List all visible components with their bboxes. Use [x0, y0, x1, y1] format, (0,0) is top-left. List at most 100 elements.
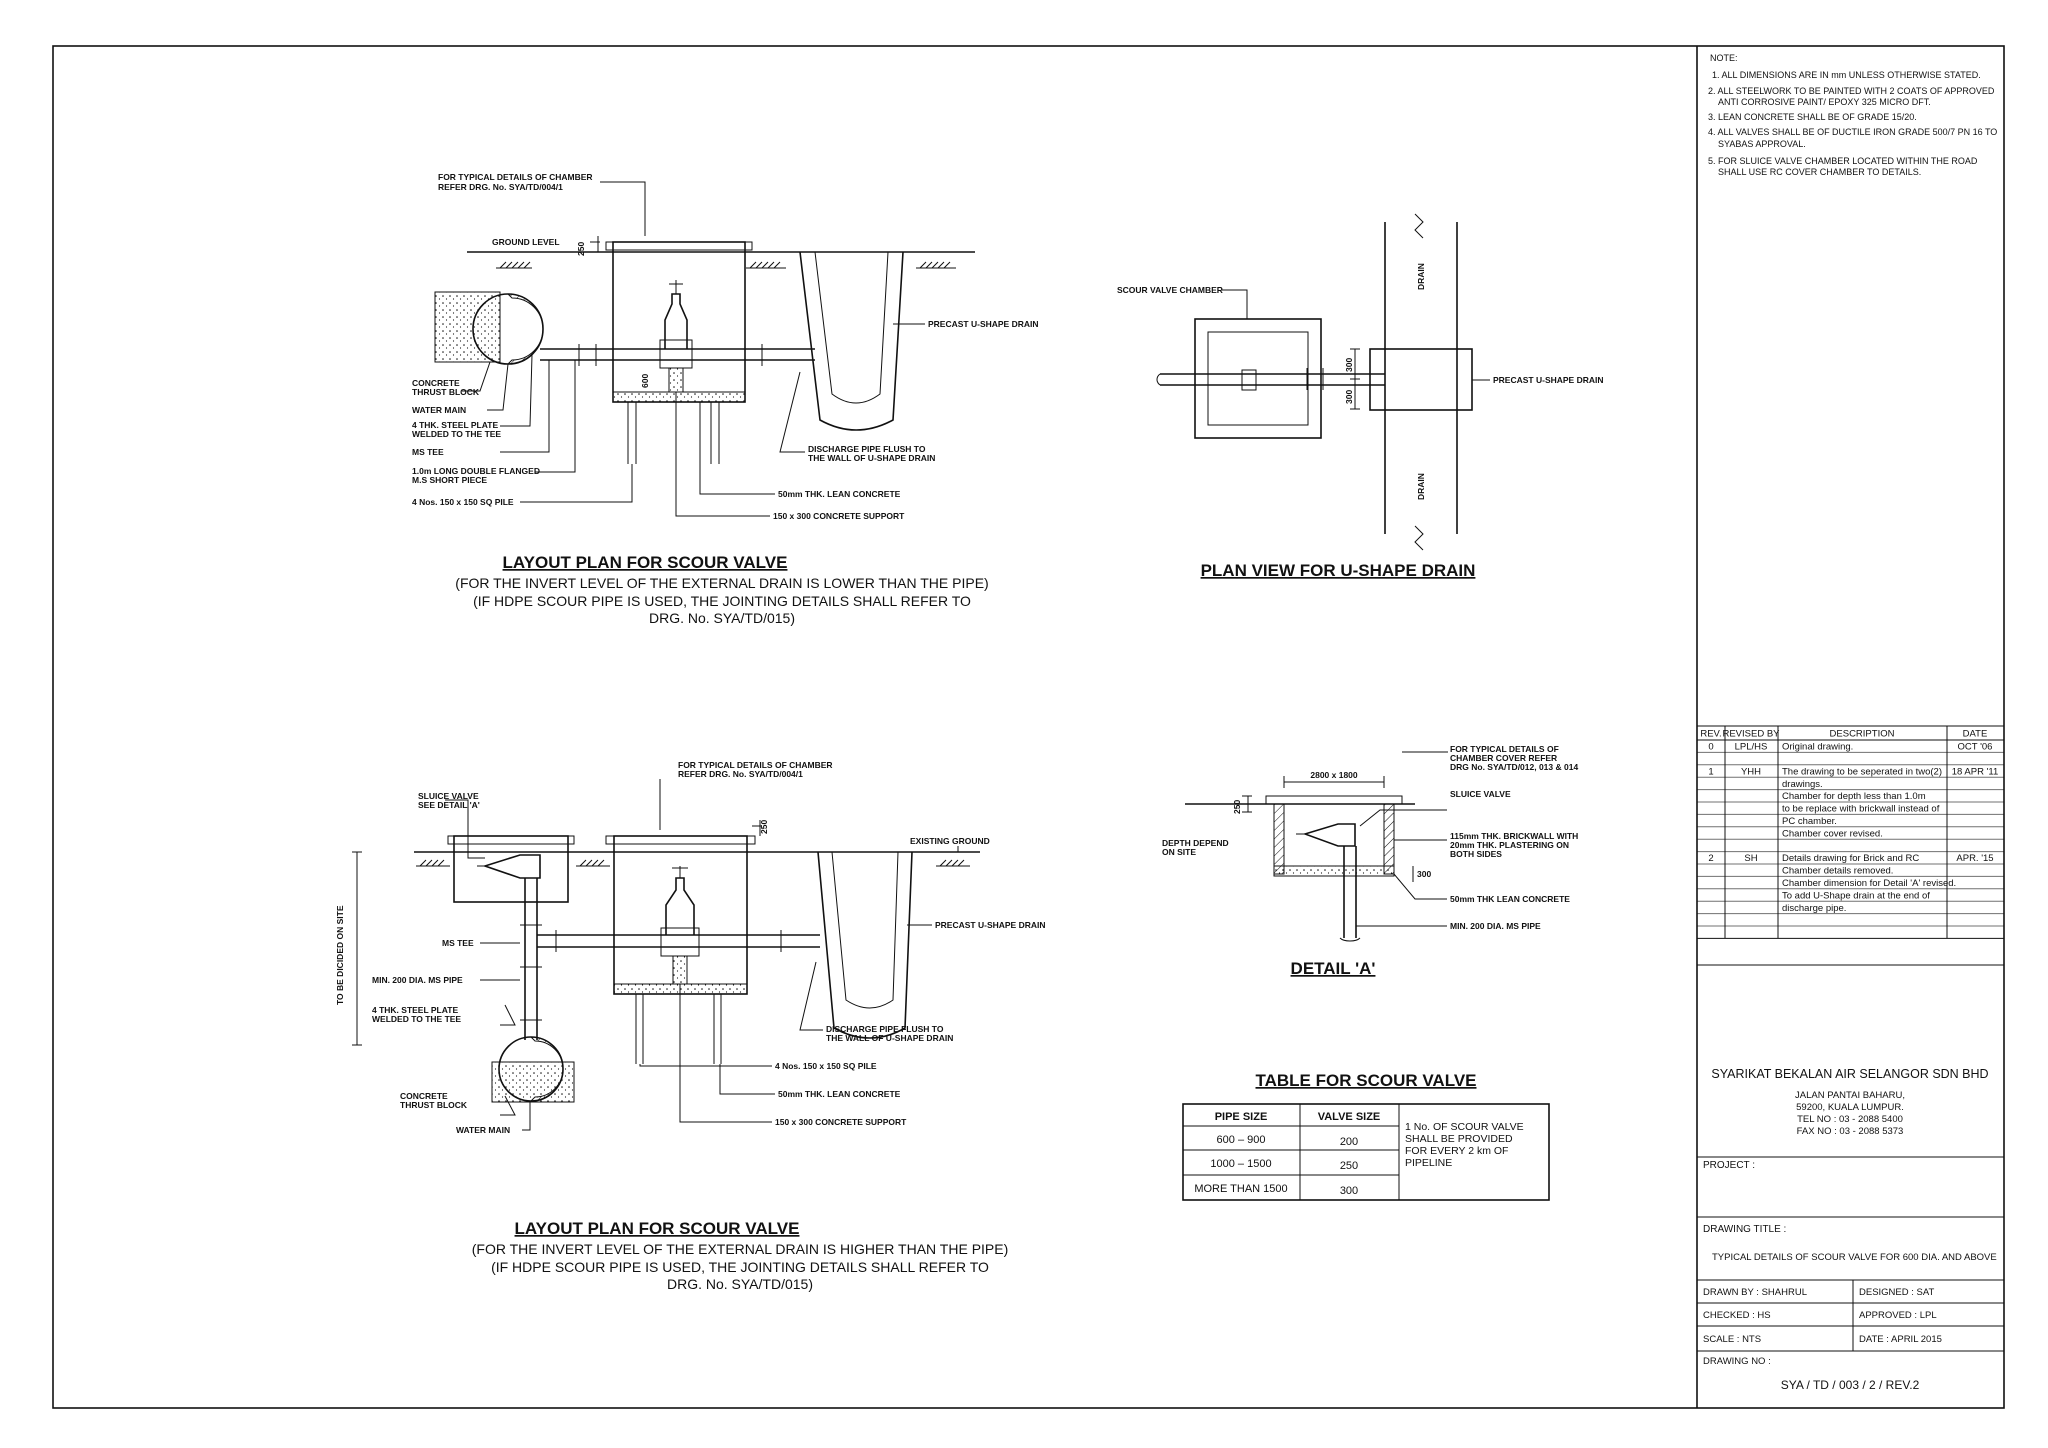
l1-chamber-ref: REFER DRG. No. SYA/TD/004/1 [438, 182, 563, 192]
note-line: 2. ALL STEELWORK TO BE PAINTED WITH 2 CO… [1708, 86, 1995, 96]
rev-header: DATE [1963, 729, 1988, 740]
note-line: 3. LEAN CONCRETE SHALL BE OF GRADE 15/20… [1708, 112, 1917, 122]
note-line: SYABAS APPROVAL. [1718, 139, 1806, 149]
l1-dim-600: 600 [640, 374, 650, 388]
note-line: SHALL USE RC COVER CHAMBER TO DETAILS. [1718, 167, 1921, 177]
layout-plan-2 [352, 779, 980, 1131]
rev-cell: 1 [1708, 766, 1713, 777]
rev-cell: to be replace with brickwall instead of [1782, 804, 1940, 815]
rev-cell: 0 [1708, 742, 1713, 753]
l1-caption3: DRG. No. SYA/TD/015) [649, 610, 795, 626]
l1-dim-250: 250 [576, 242, 586, 256]
l1-plate1: 4 THK. STEEL PLATE [412, 420, 498, 430]
company-address1: JALAN PANTAI BAHARU, [1795, 1090, 1905, 1101]
l2-water-main: WATER MAIN [456, 1125, 510, 1135]
da-depth1: DEPTH DEPEND [1162, 838, 1229, 848]
l2-existing: EXISTING GROUND [910, 836, 990, 846]
l1-drain: PRECAST U-SHAPE DRAIN [928, 319, 1039, 329]
st-remark: 1 No. OF SCOUR VALVE [1405, 1121, 1524, 1133]
l1-support: 150 x 300 CONCRETE SUPPORT [773, 511, 905, 521]
l1-caption2: (IF HDPE SCOUR PIPE IS USED, THE JOINTIN… [473, 593, 971, 609]
l1-thrust2: THRUST BLOCK [412, 387, 480, 397]
da-sluice: SLUICE VALVE [1450, 789, 1511, 799]
rev-header: DESCRIPTION [1830, 729, 1895, 740]
drawing-no-label: DRAWING NO : [1703, 1356, 1771, 1367]
pv-chamber: SCOUR VALVE CHAMBER [1117, 285, 1223, 295]
da-brick3: BOTH SIDES [1450, 849, 1502, 859]
rev-cell: Details drawing for Brick and RC [1782, 853, 1919, 864]
pv-drain-bottom: DRAIN [1416, 473, 1426, 500]
l2-chamber2: REFER DRG. No. SYA/TD/004/1 [678, 769, 803, 779]
da-cover1: FOR TYPICAL DETAILS OF [1450, 744, 1559, 754]
note-line: 5. FOR SLUICE VALVE CHAMBER LOCATED WITH… [1708, 156, 1978, 166]
notes-heading: NOTE: [1710, 53, 1738, 63]
drawing-number: SYA / TD / 003 / 2 / REV.2 [1781, 1378, 1920, 1392]
rev-cell: Original drawing. [1782, 742, 1853, 753]
scour-table: TABLE FOR SCOUR VALVE PIPE SIZE VALVE SI… [1182, 1071, 1550, 1201]
l2-discharge1: DISCHARGE PIPE FLUSH TO [826, 1024, 944, 1034]
rev-cell: drawings. [1782, 779, 1823, 790]
st-remark: SHALL BE PROVIDED [1405, 1133, 1513, 1145]
drawing-title: TYPICAL DETAILS OF SCOUR VALVE FOR 600 D… [1712, 1252, 1997, 1263]
l1-discharge1: DISCHARGE PIPE FLUSH TO [808, 444, 926, 454]
l2-lean: 50mm THK. LEAN CONCRETE [778, 1089, 901, 1099]
da-pipe: MIN. 200 DIA. MS PIPE [1450, 921, 1541, 931]
drawing-date: DATE : APRIL 2015 [1859, 1334, 1942, 1345]
da-dim-300: 300 [1417, 869, 1431, 879]
l2-pile: 4 Nos. 150 x 150 SQ PILE [775, 1061, 877, 1071]
rev-cell: OCT '06 [1958, 742, 1993, 753]
l2-caption2: (IF HDPE SCOUR PIPE IS USED, THE JOINTIN… [491, 1259, 989, 1275]
l1-discharge2: THE WALL OF U-SHAPE DRAIN [808, 453, 935, 463]
rev-cell: Chamber for depth less than 1.0m [1782, 791, 1926, 802]
plan-view [1156, 213, 1490, 551]
l1-thrust1: CONCRETE [412, 378, 460, 388]
l2-sluice1: SLUICE VALVE [418, 791, 479, 801]
l2-plate2: WELDED TO THE TEE [372, 1014, 461, 1024]
drawn-by: DRAWN BY : SHAHRUL [1703, 1287, 1807, 1298]
checked-by: CHECKED : HS [1703, 1310, 1771, 1321]
st-cell: 600 – 900 [1217, 1134, 1266, 1146]
layout-plan-2-labels: SLUICE VALVE SEE DETAIL 'A' FOR TYPICAL … [335, 760, 1046, 1292]
l2-decided: TO BE DICIDED ON SITE [335, 905, 345, 1005]
rev-cell: APR. '15 [1956, 853, 1993, 864]
l1-short2: M.S SHORT PIECE [412, 475, 487, 485]
st-cell: 200 [1340, 1136, 1358, 1148]
da-brick1: 115mm THK. BRICKWALL WITH [1450, 831, 1578, 841]
scour-valve-2 [660, 866, 700, 985]
da-dim-top: 2800 x 1800 [1310, 770, 1358, 780]
rev-cell: To add U-Shape drain at the end of [1782, 890, 1930, 901]
l1-ground-level: GROUND LEVEL [492, 237, 560, 247]
l1-pile: 4 Nos. 150 x 150 SQ PILE [412, 497, 514, 507]
l1-ms-tee: MS TEE [412, 447, 444, 457]
note-line: ANTI CORROSIVE PAINT/ EPOXY 325 MICRO DF… [1718, 97, 1931, 107]
project-label: PROJECT : [1703, 1160, 1755, 1171]
st-cell: 250 [1340, 1160, 1358, 1172]
l2-support: 150 x 300 CONCRETE SUPPORT [775, 1117, 907, 1127]
st-cell: 1000 – 1500 [1210, 1158, 1271, 1170]
rev-cell: Chamber cover revised. [1782, 828, 1883, 839]
l2-thrust2: THRUST BLOCK [400, 1100, 468, 1110]
l1-short1: 1.0m LONG DOUBLE FLANGED [412, 466, 540, 476]
rev-cell: 18 APR '11 [1952, 766, 1999, 777]
da-brick2: 20mm THK. PLASTERING ON [1450, 840, 1569, 850]
plan-view-labels: SCOUR VALVE CHAMBER PRECAST U-SHAPE DRAI… [1117, 263, 1604, 580]
l2-title: LAYOUT PLAN FOR SCOUR VALVE [515, 1219, 800, 1238]
da-lean: 50mm THK LEAN CONCRETE [1450, 894, 1570, 904]
layout-plan-1 [434, 181, 975, 517]
st-cell: 300 [1340, 1185, 1358, 1197]
pv-drain-top: DRAIN [1416, 263, 1426, 290]
rev-cell: discharge pipe. [1782, 903, 1846, 914]
l2-thrust1: CONCRETE [400, 1091, 448, 1101]
l1-chamber-note: FOR TYPICAL DETAILS OF CHAMBER [438, 172, 593, 182]
title-block: PROJECT : DRAWING TITLE : TYPICAL DETAIL… [1697, 1156, 2004, 1392]
st-header-pipe: PIPE SIZE [1215, 1111, 1268, 1123]
notes-block: NOTE: 1. ALL DIMENSIONS ARE IN mm UNLESS… [1708, 53, 1997, 177]
rev-cell: 2 [1708, 853, 1713, 864]
l2-sluice2: SEE DETAIL 'A' [418, 800, 480, 810]
l1-water-main: WATER MAIN [412, 405, 466, 415]
company-fax: FAX NO : 03 - 2088 5373 [1797, 1126, 1904, 1137]
rev-cell: LPL/HS [1735, 742, 1768, 753]
layout-plan-1-labels: FOR TYPICAL DETAILS OF CHAMBER REFER DRG… [412, 172, 1039, 626]
